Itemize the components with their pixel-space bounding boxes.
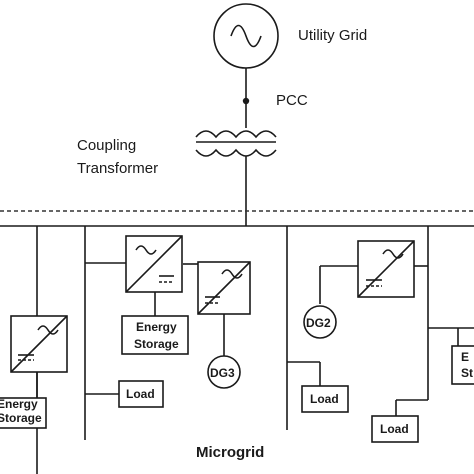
coupling-label: Coupling: [77, 137, 136, 154]
load-2-label: Load: [310, 392, 339, 406]
energy-storage-3-line1: E: [461, 350, 469, 364]
load-3-label: Load: [380, 422, 409, 436]
inverter-4: [357, 240, 415, 298]
utility-grid-label: Utility Grid: [298, 27, 367, 44]
transformer-label: Transformer: [77, 160, 158, 177]
energy-storage-2-line1: Energy: [136, 320, 177, 334]
dg3-label: DG3: [210, 366, 235, 380]
coupling-transformer: [195, 130, 277, 157]
energy-storage-1-line2: Storage: [0, 411, 42, 425]
energy-storage-3-line2: St: [461, 366, 473, 380]
inverter-3: [197, 261, 251, 315]
load-2-box: [301, 385, 349, 413]
energy-storage-2-line2: Storage: [134, 337, 179, 351]
dg3-source: [207, 355, 241, 389]
load-3-box: [371, 415, 419, 443]
energy-storage-2-box: [121, 315, 189, 355]
load-1-box: [118, 380, 164, 408]
inverter-2: [125, 235, 183, 293]
load-1-label: Load: [126, 387, 155, 401]
dg2-label: DG2: [306, 316, 331, 330]
energy-storage-3-box: [451, 345, 474, 385]
pcc-node: [242, 97, 250, 105]
dg2-source: [303, 305, 337, 339]
inverter-1: [10, 315, 68, 373]
energy-storage-1-line1: Energy: [0, 397, 38, 411]
microgrid-label: Microgrid: [196, 444, 264, 461]
utility-grid-source: [213, 3, 279, 69]
pcc-label: PCC: [276, 92, 308, 109]
